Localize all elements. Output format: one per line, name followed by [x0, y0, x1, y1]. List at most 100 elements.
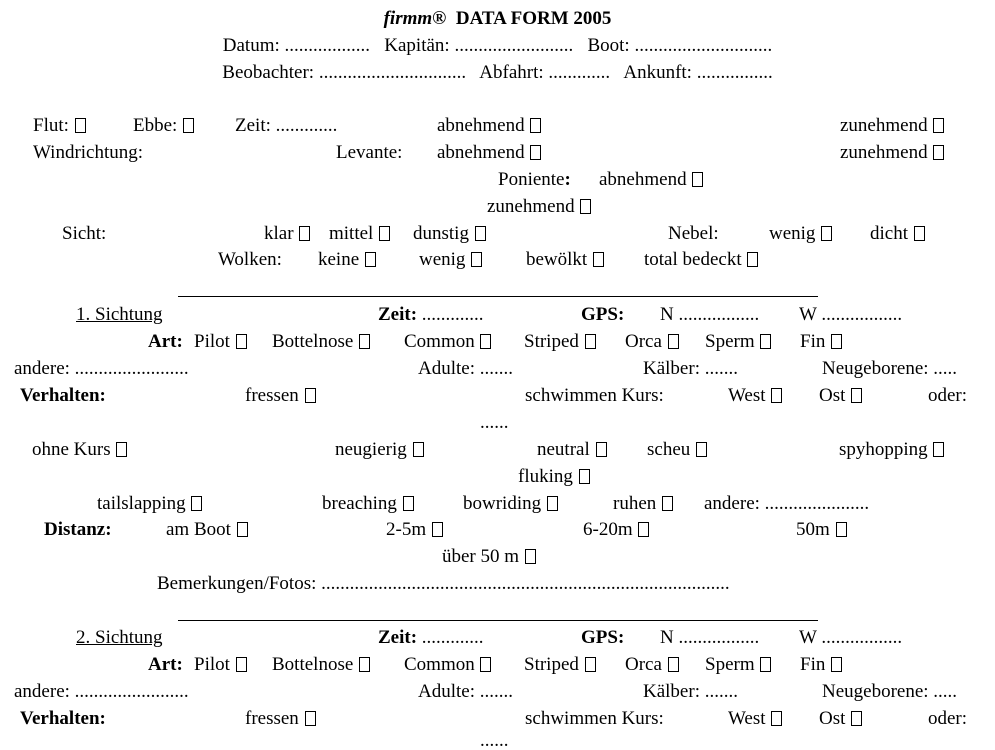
species-orca-option[interactable]: Orca [625, 651, 679, 678]
bottelnose-checkbox[interactable] [359, 334, 371, 349]
bottelnose-checkbox[interactable] [359, 657, 371, 672]
levante-abnehmend-checkbox[interactable] [530, 145, 542, 160]
orca-checkbox[interactable] [667, 334, 679, 349]
zeit-field[interactable]: Zeit: ............. [378, 304, 484, 325]
ohne-kurs-checkbox[interactable] [116, 442, 128, 457]
pilot-checkbox[interactable] [235, 334, 247, 349]
total-bedeckt-option[interactable]: total bedeckt [644, 246, 759, 273]
total-bedeckt-checkbox[interactable] [747, 252, 759, 267]
species-fin-option[interactable]: Fin [800, 328, 843, 355]
species-bottelnose-option[interactable]: Bottelnose [272, 328, 371, 355]
bemerkungen-field[interactable]: Bemerkungen/Fotos: .....................… [157, 573, 730, 594]
neutral-option[interactable]: neutral [537, 436, 607, 463]
common-checkbox[interactable] [480, 334, 492, 349]
gps-n-field[interactable]: N ................. [660, 304, 760, 325]
gps-n-field[interactable]: N ................. [660, 627, 760, 648]
wolken-wenig-checkbox[interactable] [471, 252, 483, 267]
kalber-field[interactable]: Kälber: ....... [643, 681, 738, 702]
dicht-option[interactable]: dicht [870, 220, 925, 247]
striped-checkbox[interactable] [584, 657, 596, 672]
levante-zunehmend-checkbox[interactable] [933, 145, 945, 160]
fressen-checkbox[interactable] [304, 711, 316, 726]
fressen-option[interactable]: fressen [245, 382, 316, 409]
oder-field[interactable]: ...... [480, 412, 509, 433]
species-common-option[interactable]: Common [404, 651, 492, 678]
bewolkt-option[interactable]: bewölkt [526, 246, 604, 273]
flut-option[interactable]: Flut: [33, 112, 86, 139]
distance-50m-option[interactable]: 50m [796, 516, 847, 543]
distance-over-50m-checkbox[interactable] [524, 549, 536, 564]
keine-option[interactable]: keine [318, 246, 376, 273]
beobachter-field[interactable]: Beobachter: ............................… [222, 62, 467, 83]
am-boot-checkbox[interactable] [236, 522, 248, 537]
dicht-checkbox[interactable] [913, 226, 925, 241]
sperm-checkbox[interactable] [760, 334, 772, 349]
ruhen-option[interactable]: ruhen [613, 490, 674, 517]
species-striped-option[interactable]: Striped [524, 651, 596, 678]
kalber-field[interactable]: Kälber: ....... [643, 358, 738, 379]
neugeborene-field[interactable]: Neugeborene: ..... [822, 681, 958, 702]
fressen-checkbox[interactable] [304, 388, 316, 403]
fluking-checkbox[interactable] [578, 469, 590, 484]
ost-option[interactable]: Ost [819, 382, 863, 409]
distance-2-5m-checkbox[interactable] [431, 522, 443, 537]
klar-option[interactable]: klar [264, 220, 311, 247]
mittel-option[interactable]: mittel [329, 220, 391, 247]
ohne-kurs-option[interactable]: ohne Kurs [32, 436, 128, 463]
am-boot-option[interactable]: am Boot [166, 516, 248, 543]
fin-checkbox[interactable] [831, 334, 843, 349]
poniente-abnehmend-checkbox[interactable] [692, 172, 704, 187]
distance-50m-checkbox[interactable] [835, 522, 847, 537]
west-option[interactable]: West [728, 382, 783, 409]
west-option[interactable]: West [728, 705, 783, 732]
neutral-checkbox[interactable] [595, 442, 607, 457]
pilot-checkbox[interactable] [235, 657, 247, 672]
wolken-wenig-option[interactable]: wenig [419, 246, 483, 273]
west-checkbox[interactable] [771, 388, 783, 403]
distance-over-50m-option[interactable]: über 50 m [442, 543, 536, 570]
species-common-option[interactable]: Common [404, 328, 492, 355]
tide-abnehmend-option[interactable]: abnehmend [437, 112, 542, 139]
neugierig-option[interactable]: neugierig [335, 436, 424, 463]
striped-checkbox[interactable] [584, 334, 596, 349]
neugeborene-field[interactable]: Neugeborene: ..... [822, 358, 958, 379]
species-bottelnose-option[interactable]: Bottelnose [272, 651, 371, 678]
bewolkt-checkbox[interactable] [592, 252, 604, 267]
scheu-checkbox[interactable] [696, 442, 708, 457]
mittel-checkbox[interactable] [379, 226, 391, 241]
dunstig-option[interactable]: dunstig [413, 220, 486, 247]
neugierig-checkbox[interactable] [412, 442, 424, 457]
species-pilot-option[interactable]: Pilot [194, 328, 247, 355]
tailslapping-checkbox[interactable] [191, 496, 203, 511]
ost-checkbox[interactable] [851, 388, 863, 403]
ost-option[interactable]: Ost [819, 705, 863, 732]
levante-abnehmend-option[interactable]: abnehmend [437, 139, 542, 166]
species-sperm-option[interactable]: Sperm [705, 328, 772, 355]
west-checkbox[interactable] [771, 711, 783, 726]
species-striped-option[interactable]: Striped [524, 328, 596, 355]
fin-checkbox[interactable] [831, 657, 843, 672]
breaching-checkbox[interactable] [402, 496, 414, 511]
bowriding-checkbox[interactable] [546, 496, 558, 511]
orca-checkbox[interactable] [667, 657, 679, 672]
adulte-field[interactable]: Adulte: ....... [418, 681, 513, 702]
species-pilot-option[interactable]: Pilot [194, 651, 247, 678]
poniente-zunehmend-checkbox[interactable] [580, 199, 592, 214]
distance-2-5m-option[interactable]: 2-5m [386, 516, 443, 543]
boot-field[interactable]: Boot: ............................. [587, 35, 773, 56]
levante-zunehmend-option[interactable]: zunehmend [840, 139, 945, 166]
zeit-field[interactable]: Zeit: ............. [378, 627, 484, 648]
kapitan-field[interactable]: Kapitän: ......................... [384, 35, 574, 56]
ankunft-field[interactable]: Ankunft: ................ [623, 62, 773, 83]
fressen-option[interactable]: fressen [245, 705, 316, 732]
oder-field[interactable]: ...... [480, 730, 509, 750]
ruhen-checkbox[interactable] [662, 496, 674, 511]
datum-field[interactable]: Datum: .................. [222, 35, 371, 56]
adulte-field[interactable]: Adulte: ....... [418, 358, 513, 379]
flut-checkbox[interactable] [74, 118, 86, 133]
andere-field[interactable]: andere: ........................ [14, 358, 189, 379]
ost-checkbox[interactable] [851, 711, 863, 726]
tide-zunehmend-option[interactable]: zunehmend [840, 112, 945, 139]
tide-abnehmend-checkbox[interactable] [530, 118, 542, 133]
breaching-option[interactable]: breaching [322, 490, 414, 517]
